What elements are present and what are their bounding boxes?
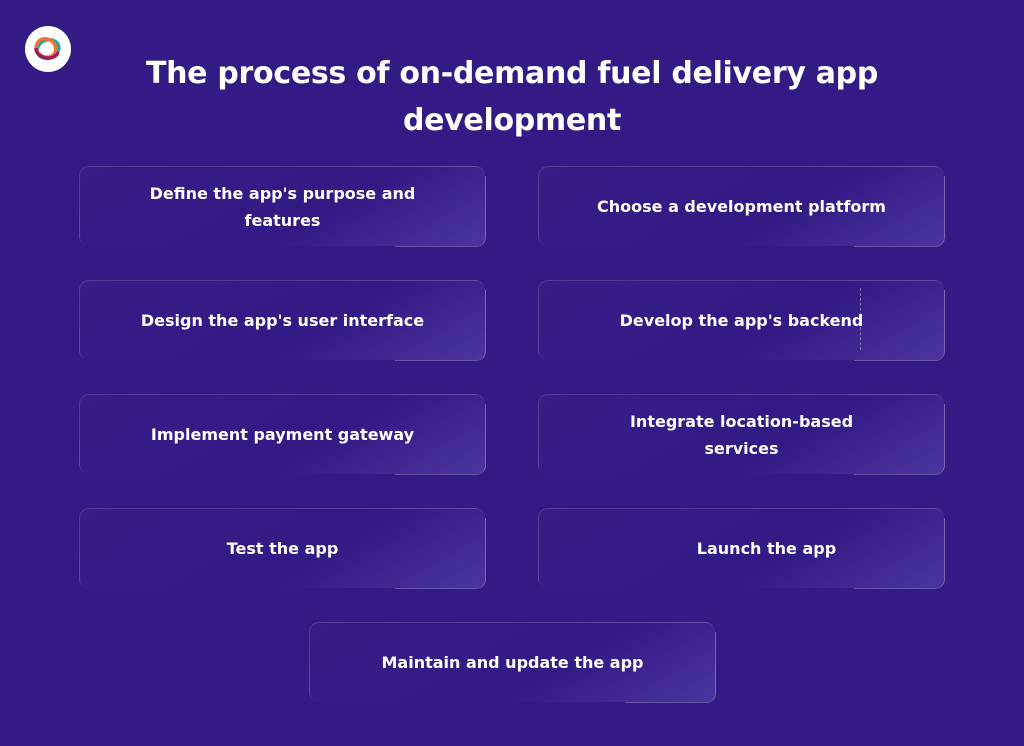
step-label: Test the app <box>226 539 339 558</box>
step-label: Design the app's user interface <box>140 311 425 330</box>
brand-logo <box>25 26 71 72</box>
step-card-8: Launch the app <box>538 508 945 589</box>
step-card-7: Test the app <box>79 508 486 589</box>
step-card-1: Define the app's purpose and features <box>79 166 486 247</box>
page-title: The process of on-demand fuel delivery a… <box>0 50 1024 144</box>
step-label: Develop the app's backend <box>619 311 864 330</box>
step-label: Integrate location-based services <box>629 411 854 458</box>
brand-ring-icon <box>34 36 61 61</box>
step-label: Implement payment gateway <box>150 425 415 444</box>
step-card-3: Design the app's user interface <box>79 280 486 361</box>
step-label: Define the app's purpose and features <box>149 183 416 230</box>
step-card-6: Integrate location-based services <box>538 394 945 475</box>
step-label: Choose a development platform <box>597 197 886 216</box>
title-line-1: The process of on-demand fuel delivery a… <box>145 56 879 91</box>
dashed-divider <box>860 288 861 350</box>
step-card-9: Maintain and update the app <box>309 622 716 703</box>
step-label: Maintain and update the app <box>381 653 644 672</box>
step-card-2: Choose a development platform <box>538 166 945 247</box>
step-card-5: Implement payment gateway <box>79 394 486 475</box>
title-line-2: development <box>402 103 622 138</box>
step-card-4: Develop the app's backend <box>538 280 945 361</box>
step-label: Launch the app <box>696 539 837 558</box>
